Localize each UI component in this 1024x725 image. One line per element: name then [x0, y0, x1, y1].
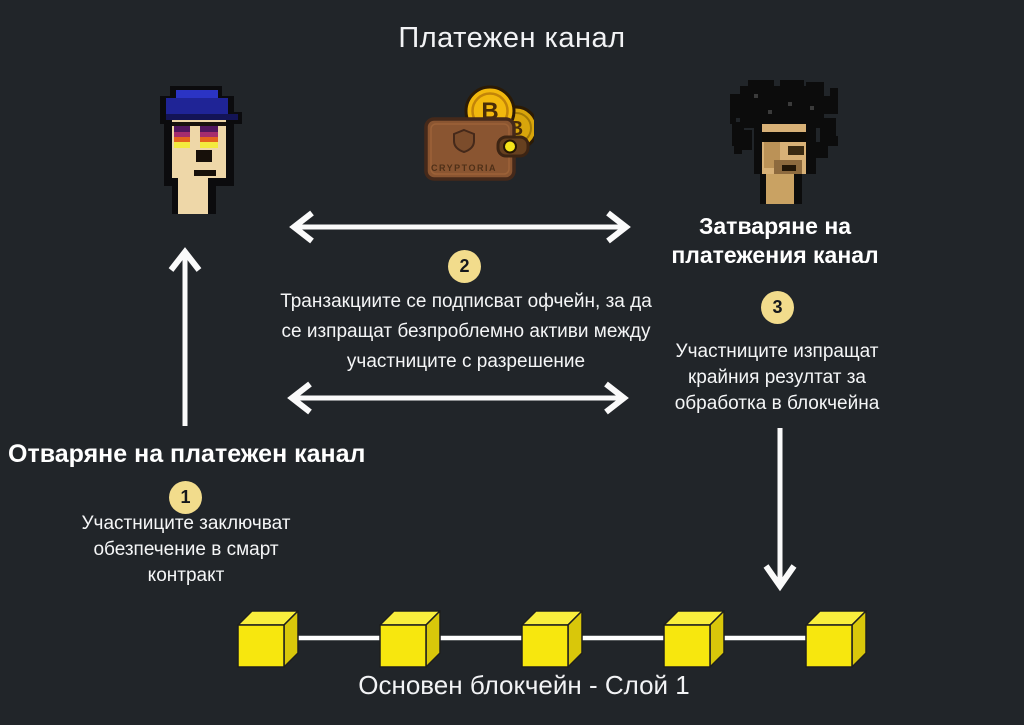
block-cube-icon — [379, 610, 441, 668]
wallet-brand-label: CRYPTORIA — [431, 163, 497, 173]
double-arrow-bottom-icon — [287, 381, 629, 415]
step-3-heading: Затваряне на платежения канал — [671, 213, 879, 268]
up-arrow-icon — [168, 247, 202, 426]
blockchain-row — [237, 610, 867, 668]
right-punk-avatar-icon — [730, 80, 838, 204]
blockchain-layer-label: Основен блокчейн - Слой 1 — [358, 670, 690, 700]
shield-emblem-icon — [453, 128, 475, 154]
page-title: Платежен канал — [398, 22, 626, 54]
step-3-badge: 3 — [761, 291, 794, 324]
down-arrow-icon — [763, 428, 797, 592]
step-1-heading: Отваряне на платежен канал — [8, 440, 366, 468]
step-3-description: Участниците изпращат крайния резултат за… — [674, 341, 880, 414]
block-cube-icon — [521, 610, 583, 668]
crypto-wallet-icon: B B CRYPTORIA — [424, 85, 534, 181]
step-2-badge: 2 — [448, 250, 481, 283]
step-2-description: Транзакциите се подписват офчейн, за да … — [280, 291, 652, 372]
block-cube-icon — [663, 610, 725, 668]
block-cube-icon — [237, 610, 299, 668]
block-cube-icon — [805, 610, 867, 668]
step-1-badge: 1 — [169, 481, 202, 514]
step-1-description: Участниците заключват обезпечение в смар… — [81, 513, 291, 586]
double-arrow-top-icon — [289, 210, 631, 244]
left-punk-avatar-icon — [160, 86, 242, 214]
